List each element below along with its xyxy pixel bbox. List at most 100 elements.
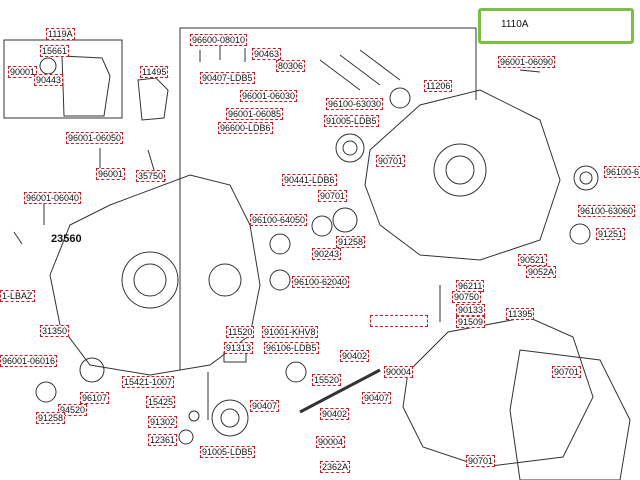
part-label: 90407 [250,400,280,412]
seal-12361 [178,429,194,445]
part-label: 90402 [340,350,370,362]
part-label: 96107 [80,392,110,404]
bearing-91258 [332,207,358,233]
bolt-10 [13,231,23,245]
part-label: 91001-KHV8 [262,326,318,338]
part-label: 96001-06040 [24,192,82,204]
bearing-91251 [569,223,591,245]
part-label: 96600-LDB6 [218,122,273,134]
left-bore-2 [208,263,242,297]
part-label: 94520 [58,404,88,416]
bearing-91005-lower-inner [220,408,240,428]
part-label: 96001-06090 [498,56,556,68]
highlight-box: 1110A [478,8,634,44]
part-label: 15421-1007 [122,376,175,388]
part-label: 96100-63060 [578,205,636,217]
bearing-96106 [285,361,307,383]
part-label: 90133 [456,304,486,316]
bolt-4 [319,59,361,91]
part-label: 91251 [596,228,626,240]
part-label: 96100-6 [604,166,640,178]
bearing-96107 [79,357,105,383]
part-label: 35750 [136,170,166,182]
part-label: 96001-06085 [226,108,284,120]
part-label: 90004 [384,366,414,378]
part-label: 90463 [252,48,282,60]
right-crankcase [364,89,561,261]
part-label: 90001 [8,66,38,78]
blank-part-box [370,315,428,327]
part-label: 90521 [518,254,548,266]
part-label: 91005-LDB5 [324,115,379,127]
part-label: 90701 [376,155,406,167]
part-label: 96100-64050 [250,214,308,226]
part-label: 90701 [552,366,582,378]
part-label: 96100-63030 [326,98,384,110]
part-label: 31350 [40,325,70,337]
part-label: 9052A [526,266,557,278]
part-label: 11395 [506,308,535,320]
part-label: 96001-06016 [0,355,58,367]
part-label: 96001-06050 [66,132,124,144]
part-label: 15425 [146,396,176,408]
bearing-90243 [311,215,333,237]
right-bearing-bore-inner [445,155,475,185]
part-label: 90004 [316,436,346,448]
part-label: 1-LBAZ [0,290,35,302]
part-label: 11206 [424,80,453,92]
part-label: 90701 [466,455,496,467]
part-label: 90243 [312,248,342,260]
part-label: 90441-LDB6 [282,174,337,186]
bearing-96100-63030 [389,87,411,109]
bearing-96100-64050 [269,233,291,255]
part-label: 91313 [224,342,254,354]
part-label: 91258 [336,236,366,248]
left-bearing-bore-inner [133,263,167,297]
part-label: 15661 [40,45,70,57]
highlight-label: 1110A [501,19,529,30]
bearing-91258-lower [35,381,57,403]
part-label: 91258 [36,412,66,424]
bearing-96100-6 [573,165,599,191]
seal-ring [39,57,57,75]
part-label: 91005-LDB5 [200,446,255,458]
left-bearing-bore [121,251,179,309]
part-label: 96106-LDB5 [264,342,319,354]
bearing-90701-a-inner [342,140,358,156]
shaft-15520 [299,368,381,414]
part-label: 96600-08010 [190,34,248,46]
bolt-7 [519,69,541,73]
gasket-11495 [137,77,169,121]
cover-group-box [3,39,123,119]
part-label: 12361 [148,434,178,446]
gasket-cover [61,55,111,117]
part-label: 90443 [34,74,64,86]
bearing-90701-a [335,133,365,163]
bolt-6 [359,49,401,81]
seal-91302 [188,410,200,422]
part-label: 91509 [456,316,486,328]
side-cover-gasket [402,316,594,468]
part-label: 90402 [320,408,350,420]
part-label: 96001-06030 [240,90,298,102]
right-bearing-bore [433,143,487,197]
bearing-96100-6-inner [579,171,593,185]
part-label: 23560 [51,233,82,245]
side-cover [509,349,631,480]
part-label: 90407 [362,392,392,404]
part-label: 90750 [452,291,482,303]
part-label: 15520 [312,374,342,386]
part-label: 96100-62040 [292,276,350,288]
part-label: 80306 [276,60,306,72]
part-label: 90701 [318,190,348,202]
part-label: 11520 [226,326,255,338]
part-label: 1119A [46,28,75,40]
bolt-5 [339,54,381,86]
group-frame-line [179,27,476,370]
part-label: 96001 [96,168,126,180]
part-label: 11495 [140,66,169,78]
part-label: 2362A [320,461,351,473]
part-label: 91302 [148,416,178,428]
part-label: 90407-LDB5 [200,72,255,84]
